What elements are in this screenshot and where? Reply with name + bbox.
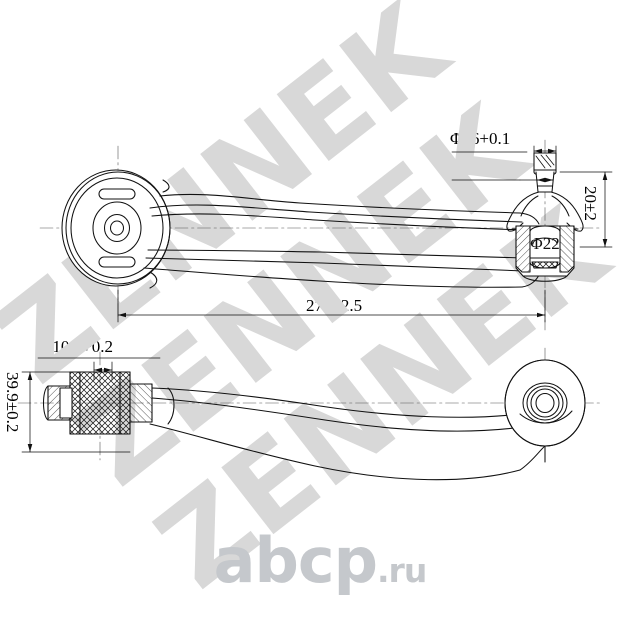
top-arm-edge-4 [147,249,525,259]
abcp-watermark-name: abcp [213,524,378,597]
top-arm-blend-upper [162,179,170,193]
bushing-inner-sleeve [59,387,73,419]
top-bushing-bore [109,220,125,236]
top-bushing-inner-ring [70,177,164,279]
ball-socket-crown [532,237,558,245]
joint-end-ring-3 [530,388,560,418]
joint-end-lower-blend [519,410,573,424]
joint-housing-hatch-right [559,225,575,273]
ball-socket-retainer [531,261,559,269]
side-arm-edge-mid [151,397,523,432]
joint-end-ring-2 [526,385,564,421]
joint-bottom-cap [522,275,568,282]
side-view-group [17,347,601,481]
top-bushing-bore-outer [103,213,131,243]
dust-boot-left-inner [520,195,539,217]
top-view-group [39,139,601,331]
top-arm-blend-lower [149,271,158,289]
side-arm-edge-top [151,387,521,418]
top-bushing-outer-ring-2 [65,171,171,285]
joint-end-bore [535,392,555,414]
dim-label-overall-length: 273±2.5 [306,296,363,315]
top-arm-edge-3 [151,213,525,231]
top-arm-edge-5 [145,257,525,272]
top-arm-edge-2 [149,204,523,223]
bushing-left-cap [42,385,49,421]
dim-label-bushing-bore: Φ10.1+0.2 [40,337,114,356]
dim-label-stud-lower-diameter: Φ13+0.2 [452,158,513,177]
dim-label-stud-upper-diameter: Φ16+0.1 [450,129,511,148]
abcp-watermark-tld: .ru [377,551,427,590]
side-ball-joint-end [504,359,586,471]
stud-knurl [535,154,555,169]
dust-boot-right-inner [551,195,570,217]
joint-housing-hatch-left [515,225,531,273]
side-bushing [42,371,153,435]
dimension-lines [21,145,613,453]
top-bushing-slot-upper [98,188,136,200]
side-arm-edge-bottom [149,423,521,481]
side-arm-neck-blend [167,387,175,425]
ball-joint-assembly [506,152,584,282]
joint-end-tail [519,445,546,471]
top-arm-edge-6 [143,267,523,288]
top-arm-edge-1 [159,193,521,214]
top-bushing-hub-ring [92,201,142,255]
top-bushing-slot-lower [98,256,136,268]
dim-label-ball-housing-diameter: Φ22 [530,234,559,253]
